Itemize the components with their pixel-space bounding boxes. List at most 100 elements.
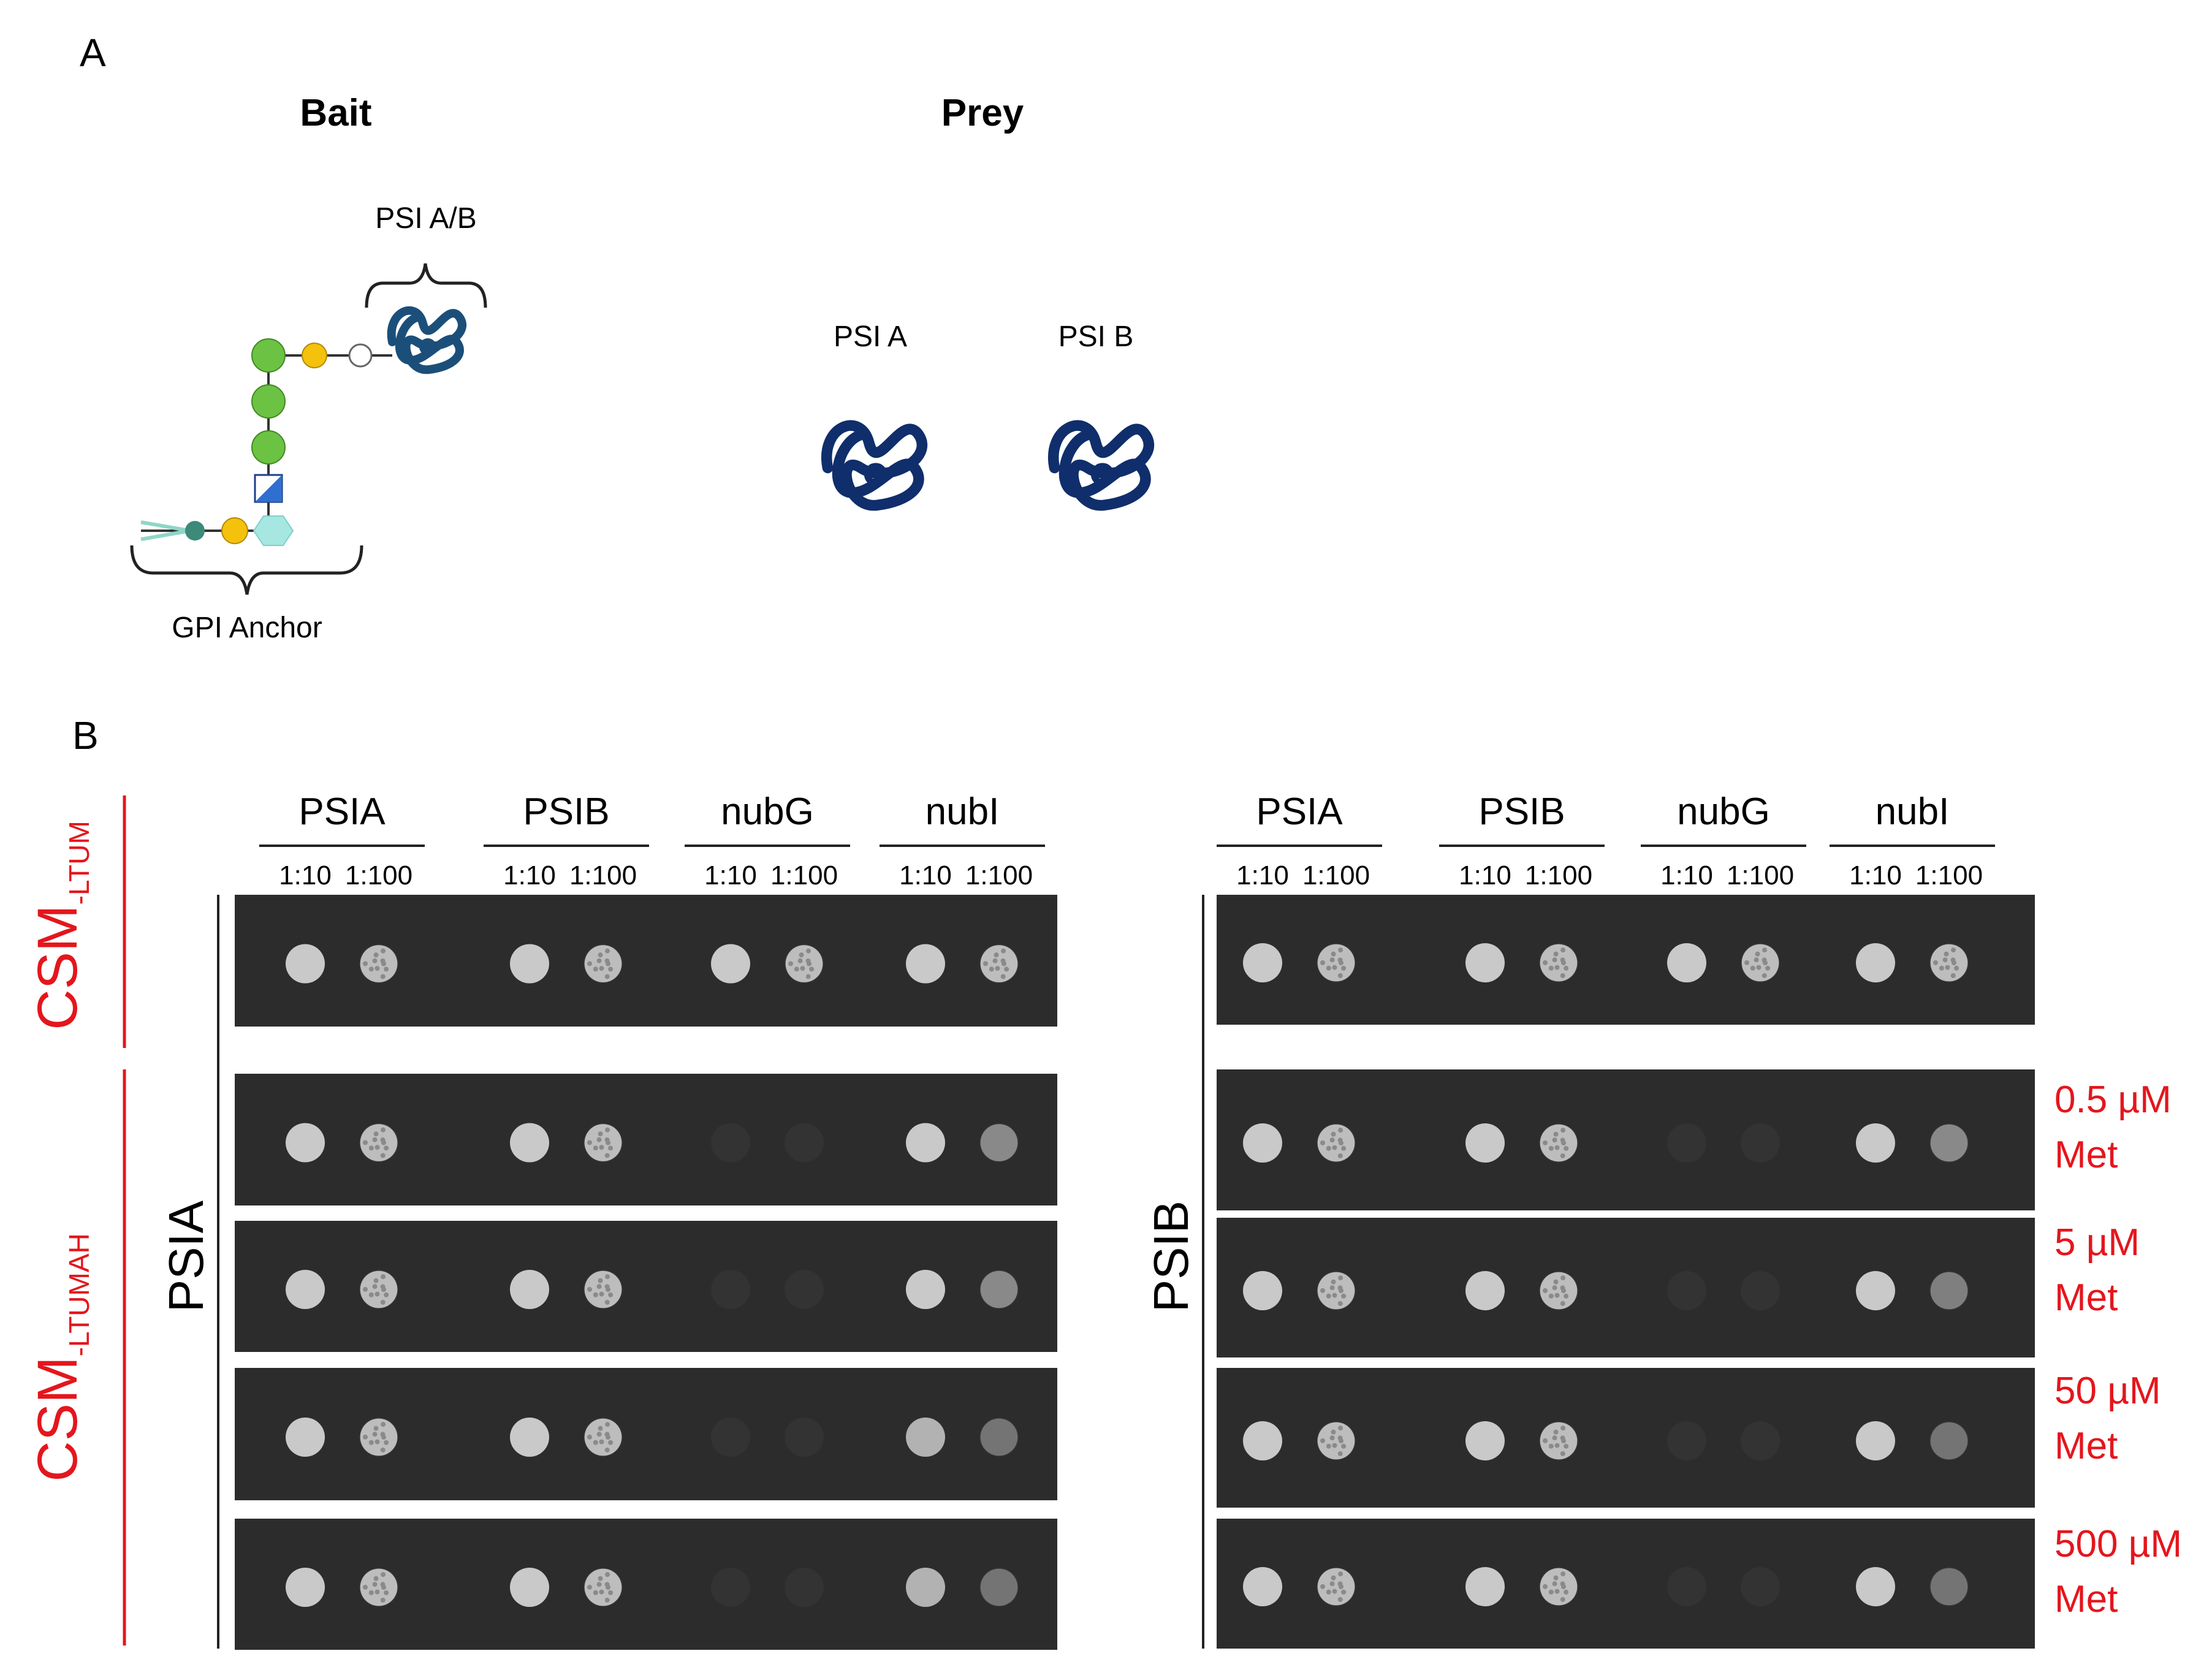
- yeast-spot: [360, 1124, 398, 1161]
- colony-speckle: [1554, 1145, 1560, 1150]
- mannose-circle-3: [251, 430, 286, 465]
- colony-speckle: [1548, 1145, 1554, 1151]
- colony-speckle: [1560, 1596, 1565, 1602]
- yeast-spot: [286, 1270, 325, 1309]
- colony-speckle: [368, 1440, 374, 1445]
- yeast-spot: [1930, 1272, 1968, 1310]
- colony-speckle: [384, 1292, 389, 1297]
- yeast-spot: [906, 1418, 945, 1457]
- colony-speckle: [380, 958, 386, 963]
- colony-speckle: [587, 961, 593, 966]
- prey-item-a: PSI A: [821, 321, 928, 511]
- colony-speckle: [1543, 1288, 1548, 1293]
- spot-background: [785, 1270, 824, 1309]
- colony-speckle: [608, 1292, 614, 1297]
- colony-speckle: [1762, 973, 1767, 978]
- column-header-nubi: nubI: [1876, 791, 1950, 833]
- colony-speckle: [1560, 1435, 1565, 1441]
- colony-speckle: [598, 1278, 603, 1283]
- yeast-spot: [286, 1123, 325, 1163]
- yeast-spot: [1540, 1422, 1578, 1460]
- dilution-label: 1:10: [503, 860, 556, 890]
- colony-speckle: [1560, 1451, 1565, 1456]
- yeast-spot: [1856, 943, 1895, 982]
- dilution-label: 1:10: [1236, 860, 1289, 890]
- dilution-label: 1:10: [704, 860, 757, 890]
- colony-speckle: [593, 1440, 598, 1445]
- yeast-spot: [906, 1123, 945, 1163]
- mannose-circle-1: [251, 338, 286, 373]
- yeast-spot: [510, 944, 549, 984]
- prey-label-b: PSI B: [1058, 321, 1134, 353]
- bait-label: PSIB: [1144, 1201, 1198, 1312]
- spot-background: [1929, 1421, 1969, 1460]
- spot-background: [785, 1418, 824, 1457]
- bait-protein-bracket: [365, 263, 487, 308]
- yeast-spot: [286, 1418, 325, 1457]
- colony-speckle: [1341, 1589, 1347, 1595]
- yeast-spot: [360, 1418, 398, 1456]
- colony-speckle: [1951, 947, 1956, 953]
- yeast-spot: [1317, 1422, 1355, 1460]
- colony-speckle: [1331, 1279, 1336, 1285]
- colony-speckle: [593, 1590, 598, 1595]
- colony-speckle: [1554, 965, 1560, 970]
- colony-speckle: [599, 1589, 604, 1595]
- colony-speckle: [1320, 1288, 1326, 1293]
- colony-speckle: [1001, 948, 1006, 954]
- met-concentration-label: 500 µM: [2054, 1523, 2182, 1565]
- column-header-nubi: nubI: [925, 791, 1000, 833]
- colony-speckle: [1341, 965, 1347, 971]
- colony-speckle: [1543, 1584, 1548, 1589]
- yeast-spot: [286, 944, 325, 984]
- yeast-spot: [1540, 1272, 1578, 1310]
- colony-speckle: [381, 1274, 386, 1280]
- colony-speckle: [1543, 1438, 1548, 1443]
- yeast-spot: [1540, 1124, 1578, 1162]
- colony-speckle: [1933, 960, 1939, 965]
- dilution-label: 1:10: [1459, 860, 1511, 890]
- colony-speckle: [380, 1284, 386, 1289]
- colony-speckle: [373, 952, 379, 958]
- yeast-spot: [785, 945, 823, 982]
- yeast-spot: [980, 1270, 1018, 1308]
- colony-speckle: [788, 961, 794, 966]
- colony-speckle: [1942, 957, 1948, 963]
- colony-speckle: [1765, 965, 1771, 971]
- colony-speckle: [1341, 1145, 1347, 1151]
- column-header-psia: PSIA: [298, 791, 386, 833]
- yeast-spot: [980, 1124, 1018, 1161]
- inositol-hexagon: [253, 515, 294, 546]
- yeast-spot: [980, 1418, 1018, 1456]
- yeast-spot: [1540, 1568, 1578, 1606]
- colony-speckle: [1560, 1153, 1565, 1158]
- colony-speckle: [374, 1439, 380, 1445]
- spot-background: [1741, 1567, 1780, 1606]
- spot-background: [711, 1123, 750, 1163]
- dilution-label: 1:100: [1525, 860, 1592, 890]
- colony-speckle: [372, 1137, 378, 1142]
- phosphate-circle-2: [221, 517, 248, 544]
- colony-speckle: [1331, 951, 1336, 957]
- colony-speckle: [1337, 1451, 1343, 1456]
- dilution-label: 1:10: [279, 860, 332, 890]
- yeast-spot: [906, 944, 945, 984]
- colony-speckle: [608, 966, 614, 972]
- colony-speckle: [598, 952, 603, 958]
- colony-speckle: [1954, 965, 1959, 971]
- column-header-nubg: nubG: [721, 791, 814, 833]
- colony-speckle: [374, 1145, 380, 1150]
- colony-speckle: [1944, 951, 1949, 957]
- colony-speckle: [1000, 958, 1006, 963]
- colony-speckle: [1560, 1581, 1565, 1587]
- spot-background: [711, 1270, 750, 1309]
- colony-speckle: [1329, 1137, 1335, 1143]
- colony-speckle: [368, 1292, 374, 1297]
- colony-speckle: [380, 974, 386, 979]
- yeast-spot: [1243, 1421, 1282, 1460]
- colony-speckle: [1332, 1589, 1337, 1594]
- colony-speckle: [605, 1127, 610, 1133]
- met-concentration-label: 50 µM: [2054, 1370, 2161, 1412]
